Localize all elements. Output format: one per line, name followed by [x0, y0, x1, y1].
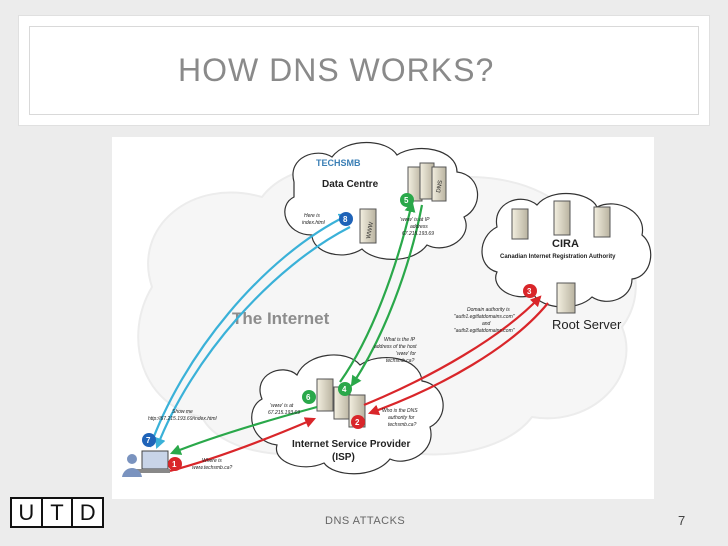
step-marker-1: 1 [168, 457, 182, 471]
note-5: 'www' is at IP address 67.215.193.69 [400, 217, 434, 237]
utd-logo: U T D [10, 497, 104, 528]
isp-label-line1: Internet Service Provider [292, 439, 410, 450]
svg-text:'www' is at: 'www' is at [270, 403, 294, 409]
slide-title: HOW DNS WORKS? [178, 52, 495, 88]
arrow-blue-response [155, 226, 351, 450]
www-server-label: WWW [366, 221, 375, 239]
svg-text:techsmb.ca?: techsmb.ca? [388, 422, 417, 428]
note-6: 'www' is at 67.215.193.69 [268, 403, 300, 416]
dns-diagram: The Internet TECHSMB Data Centre DNS WWW [112, 137, 654, 499]
logo-letter-u: U [12, 499, 43, 526]
note-7: Show me http://67.215.193.69/index.html [148, 409, 218, 422]
arrow-blue-request [148, 213, 350, 448]
brand-logo: TECHSMB [316, 158, 361, 168]
svg-text:6: 6 [306, 393, 311, 402]
dns-server-icon: DNS [407, 162, 447, 202]
svg-text:"auth2.egitlatdomains.com": "auth2.egitlatdomains.com" [454, 328, 515, 334]
step-marker-4: 4 [338, 382, 352, 396]
note-3: Domain authority is "auth1.egitlatdomain… [454, 307, 515, 334]
svg-text:http://67.215.193.69/index.htm: http://67.215.193.69/index.html [148, 416, 218, 422]
note-2: Who is the DNS authority for techsmb.ca? [382, 408, 418, 428]
note-1: Where is www.techsmb.ca? [192, 458, 233, 471]
title-panel [18, 15, 710, 126]
step-marker-3: 3 [523, 284, 537, 298]
svg-text:7: 7 [146, 436, 151, 445]
arrow-green-user [169, 405, 318, 455]
arrow-red-to-root [363, 295, 542, 407]
arrow-green-up [339, 200, 416, 383]
arrow-green-down [350, 204, 424, 387]
user-laptop-icon [122, 450, 170, 477]
title-panel-border [29, 26, 699, 115]
note-8: Here is index.html [302, 213, 326, 226]
svg-text:www.techsmb.ca?: www.techsmb.ca? [192, 465, 233, 471]
svg-text:'www' is at IP: 'www' is at IP [400, 217, 430, 223]
svg-text:2: 2 [355, 418, 360, 427]
svg-text:Show me: Show me [172, 409, 193, 415]
data-centre-label: Data Centre [322, 179, 379, 190]
svg-text:Here is: Here is [304, 213, 320, 219]
svg-text:5: 5 [404, 196, 409, 205]
root-server-label: Root Server [552, 317, 622, 332]
svg-text:Where is: Where is [202, 458, 222, 464]
step-marker-7: 7 [142, 433, 156, 447]
svg-text:Who is the DNS: Who is the DNS [382, 408, 418, 414]
svg-text:authority for: authority for [388, 415, 415, 421]
step-marker-2: 2 [351, 415, 365, 429]
data-centre-cloud [284, 141, 479, 260]
arrow-red-from-root [367, 302, 549, 416]
www-server-icon: WWW [359, 208, 377, 244]
svg-text:address: address [410, 224, 428, 230]
svg-text:index.html: index.html [302, 220, 326, 226]
svg-text:"auth1.egitlatdomains.com": "auth1.egitlatdomains.com" [454, 314, 515, 320]
cira-full-label: Canadian Internet Registration Authority [500, 254, 616, 260]
arrow-red-user [169, 417, 317, 473]
svg-text:address of the host: address of the host [374, 344, 417, 350]
root-server-icon [556, 282, 576, 314]
logo-letter-t: T [43, 499, 74, 526]
svg-text:Domain authority is: Domain authority is [467, 307, 510, 313]
footer-text: DNS ATTACKS [325, 515, 406, 527]
svg-text:What is the IP: What is the IP [384, 337, 416, 343]
svg-text:1: 1 [172, 460, 177, 469]
isp-label-line2: (ISP) [332, 452, 355, 463]
cira-label: CIRA [552, 238, 579, 250]
cira-server-icons [511, 200, 611, 240]
svg-text:'www' for: 'www' for [396, 351, 416, 357]
svg-text:67.215.193.69: 67.215.193.69 [402, 231, 434, 237]
step-marker-5: 5 [400, 193, 414, 207]
step-marker-8: 8 [339, 212, 353, 226]
step-marker-6: 6 [302, 390, 316, 404]
svg-text:3: 3 [527, 287, 532, 296]
dns-diagram-svg: The Internet TECHSMB Data Centre DNS WWW [122, 141, 652, 477]
svg-text:4: 4 [342, 385, 347, 394]
dns-server-label: DNS [436, 180, 444, 194]
svg-text:8: 8 [343, 215, 348, 224]
note-4: What is the IP address of the host 'www'… [374, 337, 417, 364]
internet-label: The Internet [232, 309, 330, 328]
svg-text:67.215.193.69: 67.215.193.69 [268, 410, 300, 416]
svg-text:and: and [482, 321, 491, 327]
page-number: 7 [678, 513, 686, 528]
svg-text:techsmb.ca?: techsmb.ca? [386, 358, 415, 364]
logo-letter-d: D [79, 500, 96, 525]
